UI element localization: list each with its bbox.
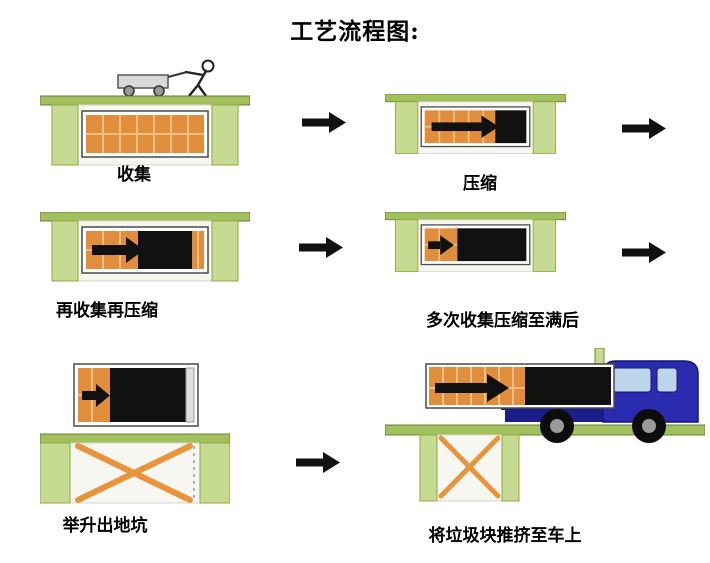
pit-right-wall bbox=[532, 101, 557, 154]
step-4-label: 多次收集压缩至满后 bbox=[426, 311, 579, 331]
flow-arrow-icon bbox=[302, 111, 346, 134]
waste-container bbox=[73, 363, 199, 427]
push-arrow-icon bbox=[92, 237, 144, 263]
waste-block bbox=[425, 363, 615, 409]
pit-right-wall bbox=[501, 434, 520, 502]
flow-arrow-icon bbox=[622, 117, 666, 140]
truck-window bbox=[612, 367, 652, 393]
waste-container bbox=[81, 110, 209, 158]
pit-left-wall bbox=[394, 101, 419, 154]
step-5-label: 举升出地坑 bbox=[62, 516, 148, 536]
compressed-waste bbox=[495, 110, 527, 144]
step-2-label: 压缩 bbox=[463, 174, 497, 194]
flow-arrow-icon bbox=[622, 241, 666, 264]
flow-arrow-icon bbox=[296, 451, 340, 474]
pit-right-wall bbox=[199, 442, 230, 504]
pit-right-wall bbox=[211, 104, 239, 166]
step-2-figure bbox=[385, 94, 566, 156]
step-1-figure bbox=[40, 58, 250, 170]
compressed-waste bbox=[525, 367, 611, 405]
ground-surface bbox=[40, 433, 230, 444]
ground-surface bbox=[385, 212, 566, 221]
waste-container bbox=[420, 106, 531, 148]
step-3-figure bbox=[40, 212, 250, 284]
push-arrow-icon bbox=[431, 115, 499, 138]
step-3-label: 再收集再压缩 bbox=[56, 301, 158, 321]
ground-surface bbox=[40, 95, 250, 106]
load-truck-diagram bbox=[385, 348, 705, 502]
pit-left-wall bbox=[419, 434, 438, 502]
compressed-waste bbox=[138, 231, 192, 269]
pit-right-wall bbox=[211, 220, 239, 282]
recompression-diagram bbox=[40, 212, 250, 282]
ground-surface bbox=[385, 94, 566, 103]
step-1-label: 收集 bbox=[117, 165, 151, 185]
push-arrow-icon bbox=[435, 374, 509, 402]
scissor-lift-icon bbox=[438, 435, 501, 499]
compressed-waste bbox=[457, 228, 527, 262]
step-4-figure bbox=[385, 212, 566, 274]
pit-left-wall bbox=[394, 219, 419, 272]
pusher-plate bbox=[185, 367, 195, 423]
collection-diagram bbox=[40, 59, 250, 166]
cart-icon bbox=[117, 71, 188, 97]
compressed-waste bbox=[110, 368, 186, 422]
step-6-label: 将垃圾块推挤至车上 bbox=[428, 526, 582, 546]
push-arrow-icon bbox=[82, 384, 110, 407]
worker-icon bbox=[184, 59, 215, 98]
truck-window bbox=[656, 367, 678, 393]
step-5-figure bbox=[40, 362, 230, 508]
pit-left-wall bbox=[40, 442, 71, 504]
lift-out-diagram bbox=[40, 363, 230, 504]
compression-diagram bbox=[385, 94, 566, 154]
pit-left-wall bbox=[51, 220, 79, 282]
pit-right-wall bbox=[532, 219, 557, 272]
page-title: 工艺流程图: bbox=[290, 18, 420, 45]
pit-left-wall bbox=[51, 104, 79, 166]
step-6-figure bbox=[385, 348, 705, 508]
scissor-lift-icon bbox=[75, 443, 193, 503]
full-container-diagram bbox=[385, 212, 566, 272]
push-arrow-icon bbox=[428, 235, 454, 256]
flow-arrow-icon bbox=[299, 236, 343, 259]
waste-container bbox=[81, 226, 209, 274]
ground-surface bbox=[40, 212, 250, 222]
waste-container bbox=[420, 224, 531, 266]
